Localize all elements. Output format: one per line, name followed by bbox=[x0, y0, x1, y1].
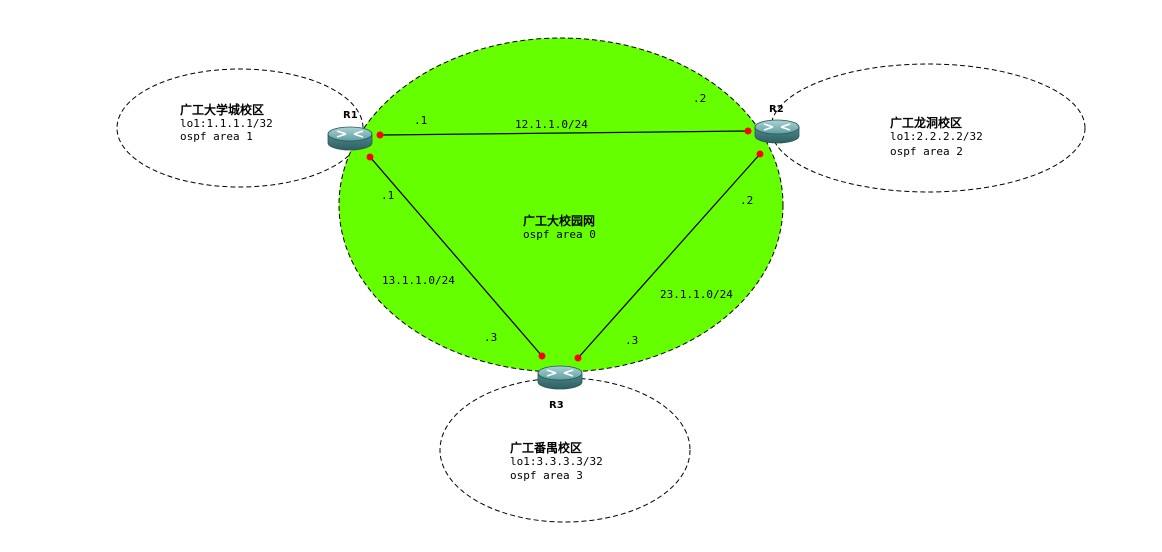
area0-title: 广工大校园网 bbox=[523, 213, 595, 228]
area3-loopback: lo1:3.3.3.3/32 bbox=[510, 455, 603, 468]
router-r1-icon[interactable] bbox=[327, 126, 373, 151]
link-r1-r2-subnet: 12.1.1.0/24 bbox=[515, 118, 588, 131]
port-dot bbox=[538, 352, 546, 360]
area1-ospf-label: ospf area 1 bbox=[180, 130, 253, 143]
router-r2-label: R2 bbox=[769, 104, 784, 115]
area0-ospf-label: ospf area 0 bbox=[523, 228, 596, 241]
port-dot bbox=[366, 153, 374, 161]
router-r3-icon[interactable] bbox=[537, 365, 583, 390]
if-r1-r2-end-b: .2 bbox=[693, 92, 706, 105]
port-dot bbox=[574, 354, 582, 362]
area3-ospf-label: ospf area 3 bbox=[510, 469, 583, 482]
if-r1-r2-end-a: .1 bbox=[414, 114, 427, 127]
link-r2-r3 bbox=[577, 153, 761, 359]
port-dot bbox=[756, 150, 764, 158]
port-dot bbox=[376, 131, 384, 139]
link-r2-r3-subnet: 23.1.1.0/24 bbox=[660, 288, 733, 301]
router-r3-label: R3 bbox=[549, 400, 564, 411]
link-r1-r2 bbox=[379, 130, 749, 136]
area2-loopback: lo1:2.2.2.2/32 bbox=[890, 130, 983, 143]
area1-loopback: lo1:1.1.1.1/32 bbox=[180, 117, 273, 130]
link-r1-r3 bbox=[369, 156, 543, 357]
area1-title: 广工大学城校区 bbox=[180, 102, 264, 117]
port-dot bbox=[744, 127, 752, 135]
area3-title: 广工番禺校区 bbox=[510, 440, 582, 455]
area2-ospf-label: ospf area 2 bbox=[890, 145, 963, 158]
router-r2-icon[interactable] bbox=[754, 119, 800, 144]
if-r2-r3-end-b: .3 bbox=[625, 334, 638, 347]
if-r1-r3-end-a: .1 bbox=[381, 189, 394, 202]
area2-title: 广工龙洞校区 bbox=[890, 115, 962, 130]
if-r2-r3-end-a: .2 bbox=[740, 194, 753, 207]
area0-backbone-ellipse bbox=[338, 37, 784, 373]
if-r1-r3-end-b: .3 bbox=[484, 331, 497, 344]
link-r1-r3-subnet: 13.1.1.0/24 bbox=[382, 274, 455, 287]
router-r1-label: R1 bbox=[343, 110, 358, 121]
